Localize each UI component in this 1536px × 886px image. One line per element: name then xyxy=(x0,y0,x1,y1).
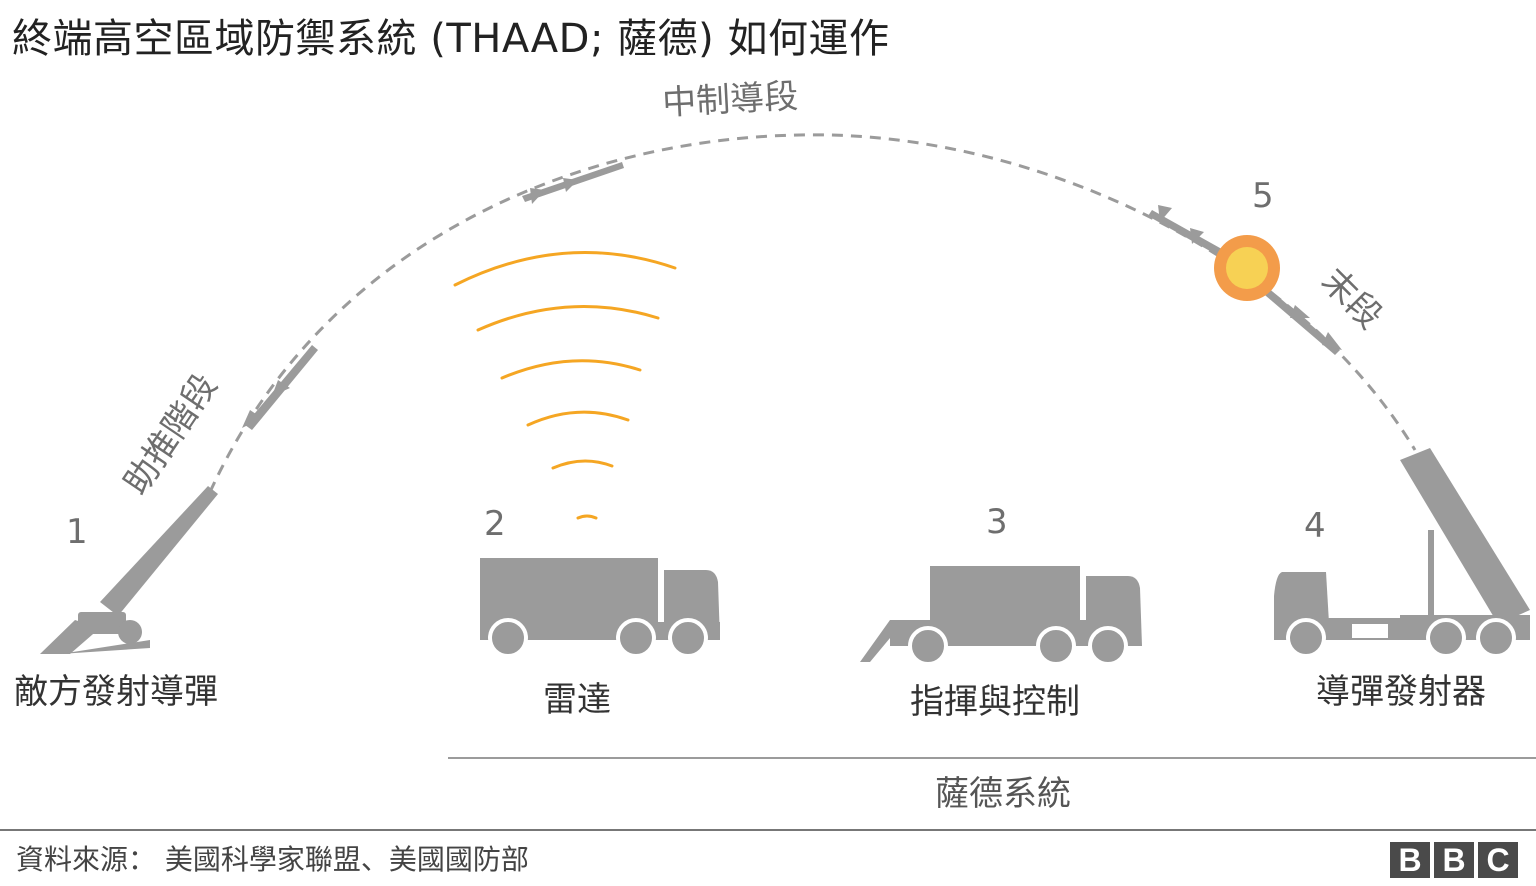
missile-trajectory xyxy=(208,133,1417,493)
step-number-2: 2 xyxy=(484,504,506,544)
bbc-logo-letter: B xyxy=(1390,842,1430,878)
step-number-4: 4 xyxy=(1304,506,1326,546)
command-control-label: 指揮與控制 xyxy=(910,682,1080,722)
missile-icon xyxy=(242,345,318,430)
phase-midcourse-label: 中制導段 xyxy=(661,76,800,124)
bbc-logo: B B C xyxy=(1390,842,1518,878)
bbc-logo-letter: B xyxy=(1434,842,1474,878)
launcher-label: 導彈發射器 xyxy=(1316,672,1486,712)
enemy-launcher-icon xyxy=(40,486,218,654)
radar-wave-icon xyxy=(453,251,677,520)
bbc-logo-letter: C xyxy=(1478,842,1518,878)
thaad-system-label: 薩德系統 xyxy=(935,774,1071,814)
explosion-icon xyxy=(1214,235,1280,301)
step-number-5: 5 xyxy=(1252,176,1274,216)
page-title: 終端高空區域防禦系統 (THAAD; 薩德) 如何運作 xyxy=(12,16,890,62)
step-number-3: 3 xyxy=(986,502,1008,542)
missile-icon xyxy=(522,162,624,204)
command-truck-icon xyxy=(860,566,1142,666)
radar-truck-icon xyxy=(480,558,720,658)
source-note: 資料來源： 美國科學家聯盟、美國國防部 xyxy=(16,843,529,876)
launcher-truck-icon xyxy=(1274,448,1530,658)
enemy-missile-label: 敵方發射導彈 xyxy=(14,672,218,712)
radar-label: 雷達 xyxy=(543,680,611,720)
step-number-1: 1 xyxy=(66,512,88,552)
